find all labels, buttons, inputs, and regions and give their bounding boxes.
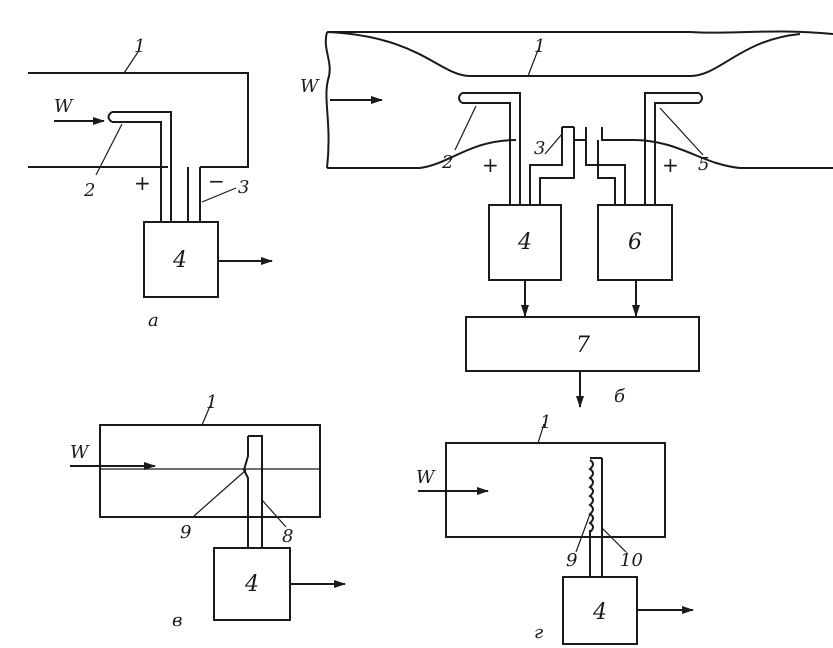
plus-sign-a: + (134, 171, 151, 195)
panel-g: W 1 9 10 4 г (416, 412, 694, 645)
block-label-6-b: 6 (628, 230, 642, 255)
panel-v: W 1 9 8 4 в (70, 392, 346, 631)
static-line-b (529, 140, 626, 205)
block-label-4-g: 4 (592, 600, 607, 625)
caption-b: б (614, 386, 626, 407)
block-4-g (562, 576, 638, 645)
pitot-tip-right-b (698, 92, 703, 104)
leader-3-a (201, 187, 237, 203)
block-label-4-a: 4 (172, 248, 187, 273)
pipe-a (28, 72, 249, 168)
pipe-v (99, 424, 321, 518)
leader-1-g (537, 423, 545, 444)
label-1-a: 1 (134, 36, 145, 57)
pipe-g (445, 442, 666, 538)
label-5-b: 5 (698, 154, 709, 175)
leader-9-v (193, 469, 247, 517)
pitot-tube-left-b (462, 92, 521, 205)
leader-5-b (659, 107, 704, 156)
label-2-a: 2 (83, 180, 95, 201)
label-9-g: 9 (566, 550, 577, 571)
label-1-v: 1 (206, 392, 217, 413)
leader-9-g (575, 513, 591, 553)
flow-label-v: W (70, 442, 90, 463)
flow-label-b: W (300, 76, 320, 97)
leader-2-a (95, 123, 123, 176)
plus-left-b: + (482, 153, 499, 177)
flow-label-g: W (416, 467, 436, 488)
leader-1-b (527, 49, 539, 77)
leader-1-a (123, 51, 139, 74)
label-8-v: 8 (282, 526, 293, 547)
caption-g: г (534, 622, 543, 643)
label-3-a: 3 (238, 177, 249, 198)
block-4-a (143, 221, 219, 298)
label-1-b: 1 (534, 36, 545, 57)
leader-8-v (261, 499, 287, 528)
leader-3-b (544, 133, 563, 155)
label-10-g: 10 (620, 550, 643, 571)
leader-10-g (601, 527, 627, 553)
leader-1-v (201, 405, 211, 426)
caption-a: а (148, 310, 159, 331)
block-6-b (597, 204, 673, 281)
label-1-g: 1 (540, 412, 551, 433)
label-2-b: 2 (441, 152, 453, 173)
block-label-4-v: 4 (244, 572, 259, 597)
plus-right-b: + (662, 153, 679, 177)
label-9-v: 9 (180, 522, 191, 543)
caption-v: в (172, 610, 182, 631)
block-4-b (488, 204, 562, 281)
venturi-tube-b (324, 30, 833, 169)
minus-sign-a: − (208, 169, 225, 193)
pitot-tube-right-b (644, 92, 699, 205)
throat-tap-b (561, 126, 575, 140)
block-7-b (465, 316, 700, 372)
pitot-tube-a (112, 111, 172, 222)
block-label-7-b: 7 (576, 333, 590, 358)
flow-label-a: W (54, 96, 74, 117)
coil-sensor-9-g (588, 459, 594, 533)
pitot-tip-a (107, 111, 113, 123)
leader-2-b (454, 105, 477, 151)
static-tube-a (187, 167, 201, 222)
pitot-tip-left-b (458, 92, 463, 104)
block-4-v (213, 547, 291, 621)
label-3-b: 3 (534, 138, 545, 159)
probe-8-v (242, 435, 263, 548)
panel-a: W 1 2 3 + − 4 а (28, 36, 273, 331)
block-label-4-b: 4 (517, 230, 532, 255)
probe-10-g (589, 457, 603, 577)
panel-b: W 1 2 3 5 + + 4 6 7 б (300, 30, 833, 408)
